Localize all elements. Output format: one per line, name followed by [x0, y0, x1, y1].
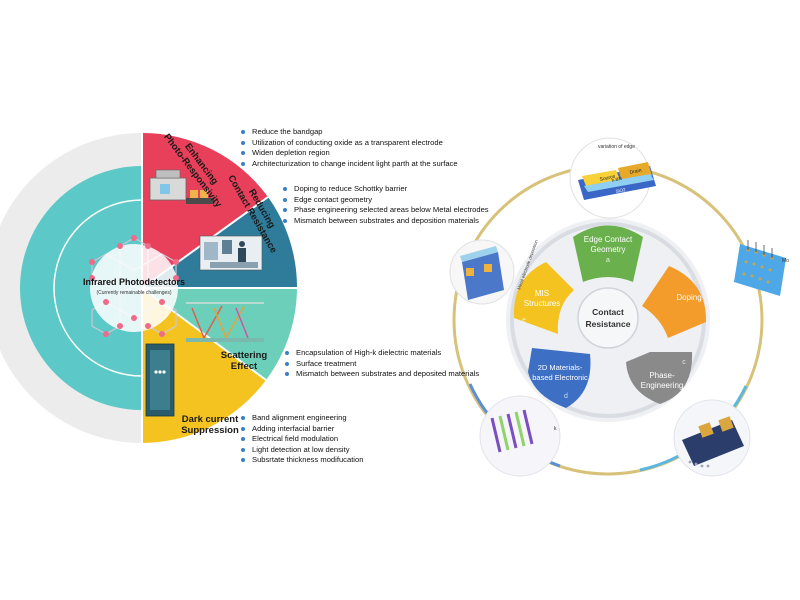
- inset-edge-contact-device: Source Drain h-BN SiO2 variation of edge: [569, 137, 656, 219]
- left-wheel: Enhancing Photo-Responsivity Reducing Co…: [0, 132, 298, 443]
- petal-letter-e: e: [522, 317, 526, 324]
- illustration-scattering: [186, 302, 264, 342]
- petal-letter-c: c: [682, 359, 686, 366]
- center-subtitle: (Currently remainable challenges): [96, 290, 171, 296]
- petal-2d-materials: [528, 348, 591, 408]
- teal-inner-line: [53, 199, 142, 377]
- bullet-item: Widen depletion region: [240, 148, 458, 159]
- svg-text:Mo: Mo: [782, 258, 789, 264]
- svg-text:Dark current: Dark current: [182, 414, 239, 425]
- bullet-item: Phase engineering selected areas below M…: [282, 205, 489, 216]
- center-circle: [577, 287, 639, 349]
- petal-letter-d: d: [564, 393, 568, 400]
- illustration-machine: [149, 169, 214, 204]
- svg-text:variation of edge: variation of edge: [598, 144, 635, 150]
- petal-label-a-2: Geometry: [590, 245, 625, 254]
- bullet-item: Edge contact geometry: [282, 195, 489, 206]
- bullet-item: Reduce the bandgap: [240, 127, 458, 138]
- label-dark-current: Dark current Suppression: [181, 414, 239, 436]
- svg-text:k: k: [554, 426, 557, 432]
- petal-phase-engineering: [626, 352, 693, 404]
- petal-label-c-1: Phase-: [649, 371, 675, 380]
- inset-mis-structure: Metal electrode deposition: [449, 239, 539, 305]
- illustration-device: [145, 343, 175, 417]
- illustration-lab: [199, 235, 263, 271]
- svg-text:Effect: Effect: [231, 361, 258, 372]
- bullet-item: Utilization of conducting oxide as a tra…: [240, 138, 458, 149]
- bullet-item: Light detection at low density: [240, 445, 363, 456]
- center-line1: Contact: [592, 307, 624, 317]
- hexagon-nodes: [89, 235, 179, 337]
- center-title: Infrared Photodetectors: [83, 277, 185, 287]
- svg-text:Drain: Drain: [629, 168, 642, 176]
- petal-edge-contact: [573, 225, 643, 282]
- svg-text:Suppression: Suppression: [181, 425, 239, 436]
- bullet-item: Encapsulation of High-k dielectric mater…: [284, 348, 479, 359]
- petal-label-a-1: Edge Contact: [584, 235, 633, 244]
- bullet-item: Doping to reduce Schottky barrier: [282, 184, 489, 195]
- petal-letter-a: a: [606, 257, 610, 264]
- petal-doping: [642, 266, 707, 338]
- svg-text:Scattering: Scattering: [221, 350, 268, 361]
- segment-scattering: [142, 288, 297, 380]
- bullet-list-scattering: Encapsulation of High-k dielectric mater…: [284, 348, 479, 380]
- teal-ring: [20, 166, 142, 410]
- petal-label-b-1: Doping: [676, 293, 701, 302]
- bullet-item: Band alignment engineering: [240, 413, 363, 424]
- petal-label-e-2: Structures: [524, 299, 560, 308]
- svg-text:Source: Source: [599, 174, 616, 183]
- petal-label-d-1: 2D Materials-: [538, 363, 583, 372]
- petal-mis: [513, 262, 574, 334]
- inset-doping-lattice: Mo: [734, 240, 789, 296]
- bullet-item: Surface treatment: [284, 359, 479, 370]
- bullet-item: Mismatch between substrates and depositi…: [282, 216, 489, 227]
- bullet-item: Electrical field modulation: [240, 434, 363, 445]
- bullet-item: Architecturization to change incident li…: [240, 159, 458, 170]
- right-wheel: Contact Resistance Edge Contact Geometry…: [449, 137, 789, 477]
- center-line2: Resistance: [586, 319, 631, 329]
- svg-text:SiO2: SiO2: [615, 187, 626, 194]
- petal-label-c-2: Engineering: [641, 381, 684, 390]
- bullet-item: Mismatch between substrates and deposite…: [284, 369, 479, 380]
- petal-label-e-1: MIS: [535, 289, 549, 298]
- inset-phase-device: [673, 399, 751, 477]
- label-scattering: Scattering Effect: [221, 350, 268, 372]
- center-disc: [90, 244, 178, 332]
- svg-text:h-BN: h-BN: [611, 176, 622, 183]
- inset-2d-materials: k: [479, 395, 561, 477]
- bullet-item: Subsrtate thickness modifucation: [240, 455, 363, 466]
- bullet-item: Adding interfacial barrier: [240, 424, 363, 435]
- petal-letter-b: b: [695, 279, 699, 286]
- petal-label-d-2: based Electronic: [532, 373, 588, 382]
